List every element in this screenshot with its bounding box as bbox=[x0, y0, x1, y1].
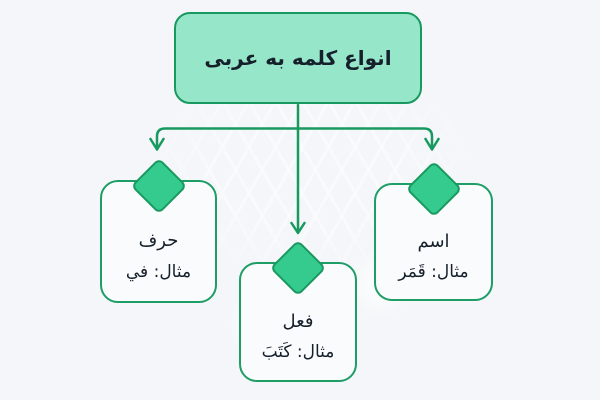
edge-root-harf bbox=[155, 127, 300, 148]
node-root: انواع کلمه به عربی bbox=[174, 12, 422, 104]
diamond-icon bbox=[269, 239, 327, 297]
node-fel-label: فعل bbox=[282, 310, 314, 332]
node-fel: فعل مثال: كَتَبَ bbox=[239, 239, 357, 382]
node-harf-label: حرف bbox=[138, 230, 179, 252]
arrowhead-esm-icon bbox=[424, 137, 440, 151]
edge-root-esm bbox=[296, 127, 434, 148]
node-esm-example: مثال: قَمَر bbox=[398, 262, 469, 283]
node-esm: اسم مثال: قَمَر bbox=[374, 160, 493, 301]
root-node-label: انواع کلمه به عربی bbox=[204, 46, 392, 70]
diamond-icon bbox=[405, 160, 462, 218]
node-harf-example: مثال: في bbox=[125, 261, 192, 282]
diamond-icon bbox=[130, 157, 187, 215]
node-fel-example: مثال: كَتَبَ bbox=[261, 342, 335, 363]
node-harf: حرف مثال: في bbox=[100, 157, 217, 303]
node-esm-label: اسم bbox=[417, 230, 450, 252]
arrowhead-fel-icon bbox=[290, 221, 306, 235]
arrowhead-harf-icon bbox=[149, 137, 165, 151]
